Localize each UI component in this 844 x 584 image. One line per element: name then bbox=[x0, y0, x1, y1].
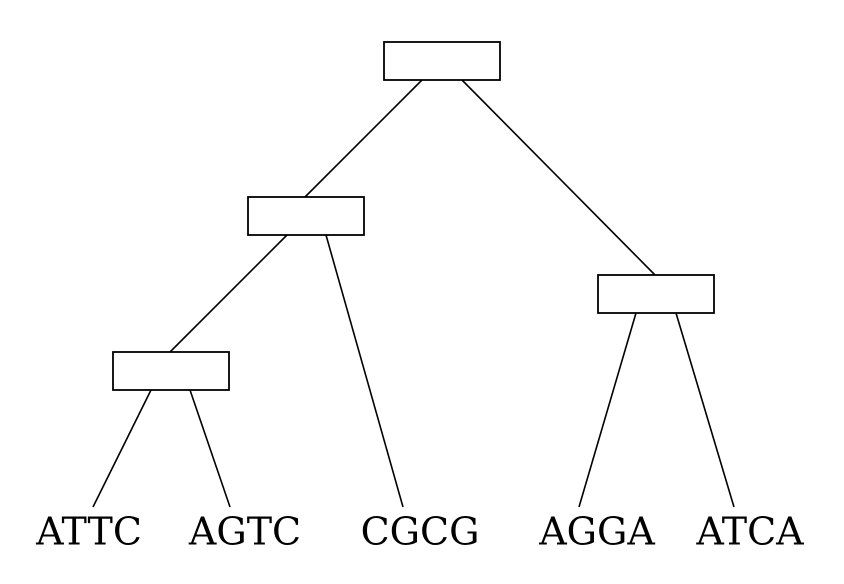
internal-node-node-left-left bbox=[112, 351, 230, 391]
edge-node-left-left-to-leaf-0 bbox=[92, 389, 152, 508]
internal-node-node-right bbox=[597, 274, 715, 314]
tree-edges bbox=[92, 79, 735, 508]
edge-node-left-to-leaf-2 bbox=[325, 234, 404, 508]
edge-root-to-node-left bbox=[304, 79, 423, 198]
leaf-label-agtc: AGTC bbox=[188, 510, 301, 554]
leaf-label-agga: AGGA bbox=[538, 510, 655, 554]
edge-node-left-left-to-leaf-1 bbox=[189, 389, 231, 508]
tree-leaves: ATTC AGTC CGCG AGGA ATCA bbox=[35, 510, 804, 554]
leaf-label-cgcg: CGCG bbox=[361, 510, 480, 554]
edge-node-left-to-node-left-left bbox=[169, 234, 288, 353]
edge-node-right-to-leaf-3 bbox=[578, 312, 637, 508]
leaf-label-attc: ATTC bbox=[35, 510, 142, 554]
edge-node-right-to-leaf-4 bbox=[675, 312, 735, 508]
edge-root-to-node-right bbox=[461, 79, 656, 276]
leaf-label-atca: ATCA bbox=[695, 510, 804, 554]
tree-nodes bbox=[112, 41, 715, 391]
internal-node-root bbox=[383, 41, 501, 81]
internal-node-node-left bbox=[247, 196, 365, 236]
